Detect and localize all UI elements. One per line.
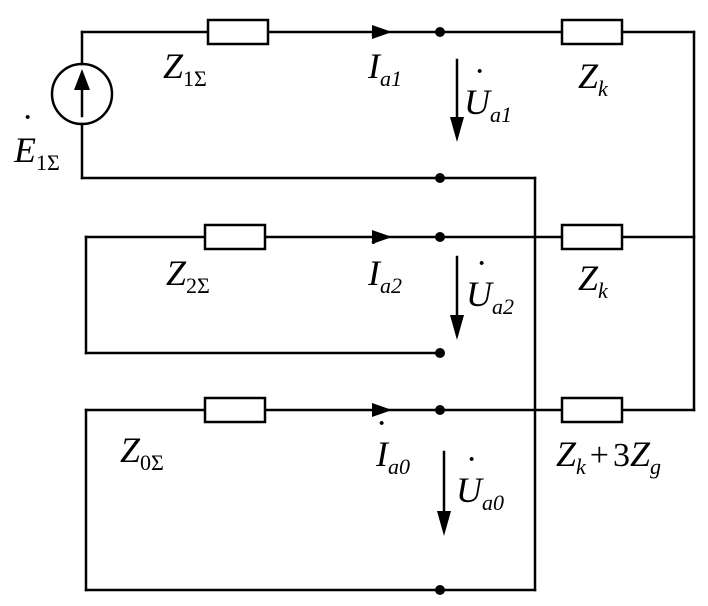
phasor-dot: · bbox=[368, 17, 379, 54]
current-label-0: Ia0 bbox=[375, 434, 410, 479]
voltage-label-0: Ua0 bbox=[456, 470, 504, 515]
fault-impedance-label-2: Zk bbox=[578, 258, 609, 303]
current-arrow-icon bbox=[372, 403, 392, 417]
impedance-label-0: Z0Σ bbox=[120, 430, 164, 475]
up-arrow-icon bbox=[74, 69, 90, 90]
down-arrow-icon bbox=[450, 117, 464, 142]
current-label-2: Ia2 bbox=[367, 253, 402, 298]
impedance-resistor-2 bbox=[203, 223, 267, 251]
phasor-dot: · bbox=[22, 99, 33, 136]
zero-sequence-network bbox=[84, 396, 696, 595]
voltage-label-2: Ua2 bbox=[466, 274, 514, 319]
voltage-label-1: Ua1 bbox=[464, 82, 512, 127]
node-dot bbox=[435, 585, 445, 595]
phasor-dot: · bbox=[474, 53, 485, 90]
node-dot bbox=[435, 405, 445, 415]
current-arrow-icon bbox=[372, 25, 392, 39]
node-dot bbox=[435, 173, 445, 183]
fault-impedance-resistor-1 bbox=[560, 18, 624, 46]
impedance-resistor-1 bbox=[206, 18, 270, 46]
down-arrow-icon bbox=[450, 315, 464, 340]
fault-impedance-resistor-0 bbox=[560, 396, 624, 424]
fault-impedance-label-1: Zk bbox=[578, 56, 609, 101]
impedance-resistor-0 bbox=[203, 396, 267, 424]
positive-sequence-network bbox=[50, 18, 696, 183]
node-dot bbox=[435, 27, 445, 37]
fault-impedance-label-0: Zk+3Zg bbox=[556, 434, 661, 479]
voltage-source-circle bbox=[50, 62, 114, 126]
down-arrow-icon bbox=[437, 511, 451, 536]
impedance-label-1: Z1Σ bbox=[163, 46, 207, 91]
negative-sequence-network bbox=[84, 223, 696, 358]
current-arrow-icon bbox=[372, 230, 392, 244]
phasor-dot: · bbox=[376, 405, 387, 442]
impedance-label-2: Z2Σ bbox=[166, 253, 210, 298]
fault-impedance-resistor-2 bbox=[560, 223, 624, 251]
phasor-dot: · bbox=[466, 441, 477, 478]
current-label-1: Ia1 bbox=[367, 46, 402, 91]
phasor-dot: · bbox=[476, 245, 487, 282]
node-dot bbox=[435, 232, 445, 242]
phasor-dot: · bbox=[368, 224, 379, 261]
node-dot bbox=[435, 348, 445, 358]
source-voltage-label: E1Σ bbox=[13, 130, 60, 175]
